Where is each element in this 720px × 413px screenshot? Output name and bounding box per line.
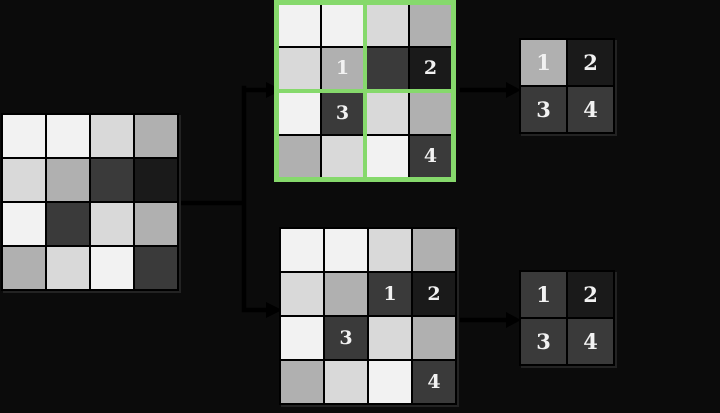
grid-cell: [3, 159, 45, 201]
labeled-cell: 3: [521, 319, 566, 364]
grid-cell: [367, 5, 408, 46]
grid-cell: [322, 5, 363, 46]
grid-cell: [279, 136, 320, 177]
labeled-cell: 4: [413, 361, 455, 403]
grid-cell: [367, 93, 408, 134]
grid-cell: [91, 247, 133, 289]
grid-cell: [367, 48, 408, 89]
grid-cell: [47, 247, 89, 289]
grid-cell: [369, 317, 411, 359]
grid-cell: [3, 115, 45, 157]
labeled-cell: 3: [521, 87, 566, 132]
grid-cell: [135, 115, 177, 157]
labeled-cell: 4: [568, 87, 613, 132]
arrowhead-to-output-top: [506, 82, 521, 98]
grid-cell: [3, 203, 45, 245]
labeled-cell: 2: [568, 40, 613, 85]
pooling-region-top-left: 1: [279, 5, 363, 89]
grid-cell: [413, 317, 455, 359]
labeled-cell: 1: [521, 40, 566, 85]
grid-cell: [279, 5, 320, 46]
labeled-cell: 3: [322, 93, 363, 134]
grid-cell: [3, 247, 45, 289]
labeled-cell: 2: [568, 272, 613, 317]
grid-cell: [325, 361, 367, 403]
pooling-region-bottom-left: 3: [279, 93, 363, 177]
labeled-cell: 1: [521, 272, 566, 317]
grid-cell: [47, 115, 89, 157]
labeled-cell: 2: [413, 273, 455, 315]
grid-cell: [279, 48, 320, 89]
arrow-trunk-line: [179, 85, 510, 323]
grid-cell: [367, 136, 408, 177]
grid-cell: [91, 159, 133, 201]
pooling-region-top-right: 2: [367, 5, 451, 89]
pooling-region-bottom-right: 4: [367, 93, 451, 177]
grid-cell: [281, 317, 323, 359]
labeled-cell: 1: [369, 273, 411, 315]
arrowhead-to-annotated-grid: [266, 302, 282, 318]
grid-cell: [281, 361, 323, 403]
grid-cell: [47, 159, 89, 201]
grid-cell: [281, 229, 323, 271]
grid-cell: [369, 229, 411, 271]
arrowhead-to-output-bottom: [506, 312, 521, 328]
grid-cell: [410, 93, 451, 134]
pooling-regions-grid: 1 2 3 4: [274, 0, 456, 182]
grid-cell: [135, 159, 177, 201]
grid-cell: [281, 273, 323, 315]
labeled-cell: 4: [410, 136, 451, 177]
grid-cell: [47, 203, 89, 245]
grid-cell: [279, 93, 320, 134]
labeled-cell: 2: [410, 48, 451, 89]
input-feature-map-grid: [1, 113, 179, 291]
labeled-cell: 3: [325, 317, 367, 359]
grid-cell: [135, 203, 177, 245]
grid-cell: [322, 136, 363, 177]
grid-cell: [135, 247, 177, 289]
grid-cell: [410, 5, 451, 46]
grid-cell: [325, 229, 367, 271]
grid-cell: [413, 229, 455, 271]
grid-cell: [91, 203, 133, 245]
grid-cell: [369, 361, 411, 403]
labeled-cell: 4: [568, 319, 613, 364]
grid-cell: [91, 115, 133, 157]
grid-cell: [325, 273, 367, 315]
labeled-cell: 1: [322, 48, 363, 89]
